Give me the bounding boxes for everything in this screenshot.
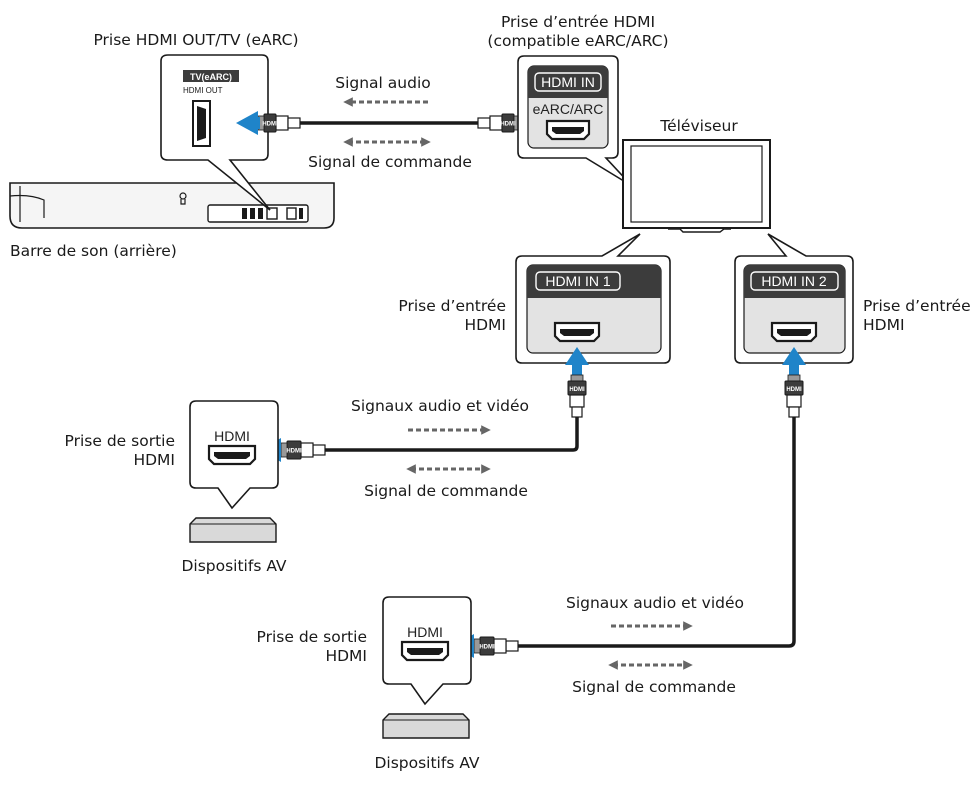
av2-control-label: Signal de commande [572,678,736,696]
tv-in2-hdmi-port [770,321,818,343]
av2-hdmi-port [400,640,450,662]
tv-earc-header-frame [534,72,602,92]
av2-port-header: HDMI [407,624,443,640]
tv-earc-jack-label-line1: Prise d’entrée HDMI [501,13,655,31]
keyhole-icon [179,192,187,205]
av2-cable-plug-tv-label: HDMI [786,387,802,393]
tv-in2-header: HDMI IN 2 [761,273,827,289]
top-cable-plug-right: HDMI [477,113,521,133]
tv-earc-port-callout: HDMI IN eARC/ARC [517,55,633,187]
av1-hdmi-port [207,444,257,466]
tv-in1-header-frame [535,271,621,291]
soundbar-illustration [9,182,335,229]
av2-out-label-line2: HDMI [325,647,367,665]
av2-cable-plug-device: HDMI [473,636,519,656]
av1-cable-plug-device: HDMI [280,440,326,460]
tv-in1-jack-label-line1: Prise d’entrée [398,297,506,315]
tv-in1-jack-label-line2: HDMI [464,316,506,334]
tv-in2-port-callout: HDMI IN 2 [734,233,854,364]
top-left-insert-arrow [236,111,258,135]
top-cable-plug-left: HDMI [257,113,301,133]
av1-tv-insert-arrow [565,347,589,375]
av1-device-box [189,517,277,543]
tv-earc-jack-label-line2: (compatible eARC/ARC) [487,32,668,50]
av1-signal-label: Signaux audio et vidéo [351,397,529,415]
soundbar-tv-earc-badge [183,70,239,82]
top-cable-plug-left-label: HDMI [262,122,278,128]
tv-in1-port-callout: HDMI IN 1 [515,233,671,364]
av1-port-header: HDMI [214,428,250,444]
tv-earc-header: HDMI IN [541,74,595,90]
top-control-signal-label: Signal de commande [308,153,472,171]
soundbar-panel-tv-label: TV(eARC) [190,72,232,82]
av2-cable-plug-tv: HDMI [784,374,804,418]
soundbar-panel-out-label: HDMI OUT [183,86,223,95]
soundbar-jack-label: Prise HDMI OUT/TV (eARC) [93,31,298,49]
av1-device-label: Dispositifs AV [181,557,286,575]
av1-cable-plug-device-label: HDMI [286,449,302,455]
av1-control-label: Signal de commande [364,482,528,500]
av2-device-box [382,713,470,739]
audio-signal-label: Signal audio [335,74,431,92]
tv-in1-header: HDMI IN 1 [545,273,611,289]
tv-illustration [622,139,771,233]
tv-in2-header-frame [750,271,839,291]
soundbar-hdmi-port [192,100,211,147]
av1-cable-plug-tv-label: HDMI [569,387,585,393]
av2-tv-insert-arrow [782,347,806,375]
av2-device-label: Dispositifs AV [374,754,479,772]
soundbar-port-callout: TV(eARC) HDMI OUT [160,54,271,211]
av1-port-callout: HDMI [189,400,279,510]
tv-in1-hdmi-port [553,321,601,343]
tv-in2-jack-label-line1: Prise d’entrée [863,297,971,315]
top-cable-plug-right-label: HDMI [500,122,516,128]
top-hdmi-cable: HDMI HDMI [236,111,540,135]
av1-cable-plug-tv: HDMI [567,374,587,418]
tv-earc-hdmi-port [545,119,591,141]
tv-earc-sub: eARC/ARC [533,101,604,117]
av1-out-label-line1: Prise de sortie [65,432,175,450]
av2-cable-plug-device-label: HDMI [479,645,495,651]
tv-in2-jack-label-line2: HDMI [863,316,905,334]
av1-out-label-line2: HDMI [133,451,175,469]
soundbar-label: Barre de son (arrière) [10,242,177,260]
av2-out-label-line1: Prise de sortie [257,628,367,646]
av2-port-callout: HDMI [382,596,472,706]
tv-label: Téléviseur [659,117,738,135]
av2-signal-label: Signaux audio et vidéo [566,594,744,612]
